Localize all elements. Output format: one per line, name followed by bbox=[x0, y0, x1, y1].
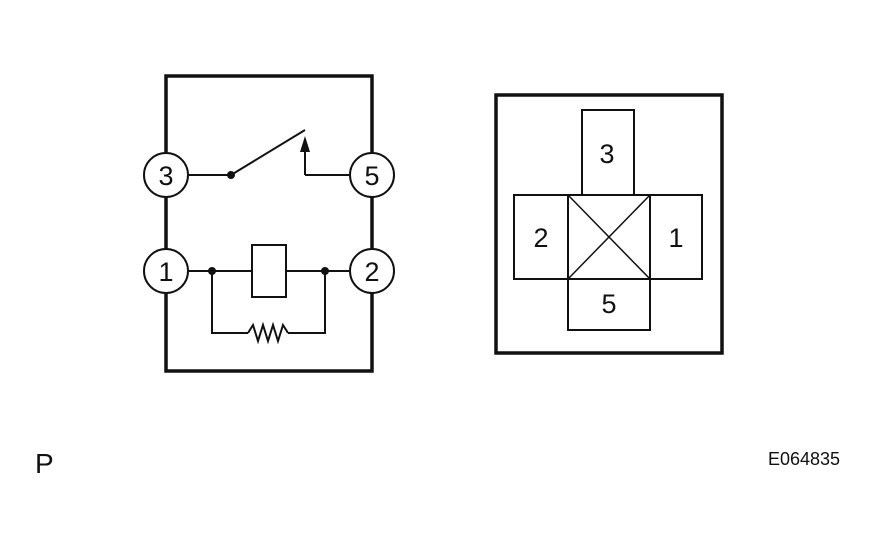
terminal-left-label: 2 bbox=[533, 223, 548, 253]
relay-housing bbox=[164, 74, 374, 373]
terminal-right-label: 1 bbox=[668, 223, 683, 253]
terminal-bottom-label: 5 bbox=[601, 289, 616, 319]
svg-text:3: 3 bbox=[158, 161, 173, 191]
svg-text:2: 2 bbox=[364, 257, 379, 287]
svg-text:5: 5 bbox=[364, 161, 379, 191]
terminal-bottom bbox=[567, 278, 651, 331]
resistor-zigzag-icon bbox=[247, 321, 289, 345]
relay-schematic: 3 5 1 2 bbox=[143, 74, 395, 373]
connector-layout: 3 2 1 5 bbox=[494, 93, 724, 355]
resistor-branch-right bbox=[288, 271, 326, 334]
contact-arrow-icon bbox=[300, 136, 310, 152]
pin-5: 5 bbox=[349, 152, 395, 198]
pin-1: 1 bbox=[143, 248, 189, 294]
terminal-right bbox=[649, 194, 703, 280]
resistor-branch-left bbox=[211, 271, 248, 334]
figure-code: E064835 bbox=[768, 449, 841, 469]
pin-2: 2 bbox=[349, 248, 395, 294]
corner-letter: P bbox=[35, 448, 54, 479]
pin-3: 3 bbox=[143, 152, 189, 198]
terminal-top-label: 3 bbox=[599, 139, 614, 169]
connector-housing bbox=[494, 93, 724, 355]
center-cross-b bbox=[567, 194, 651, 280]
coil-symbol bbox=[251, 244, 287, 298]
svg-text:1: 1 bbox=[158, 257, 173, 287]
switch-contact-blade bbox=[230, 129, 306, 176]
